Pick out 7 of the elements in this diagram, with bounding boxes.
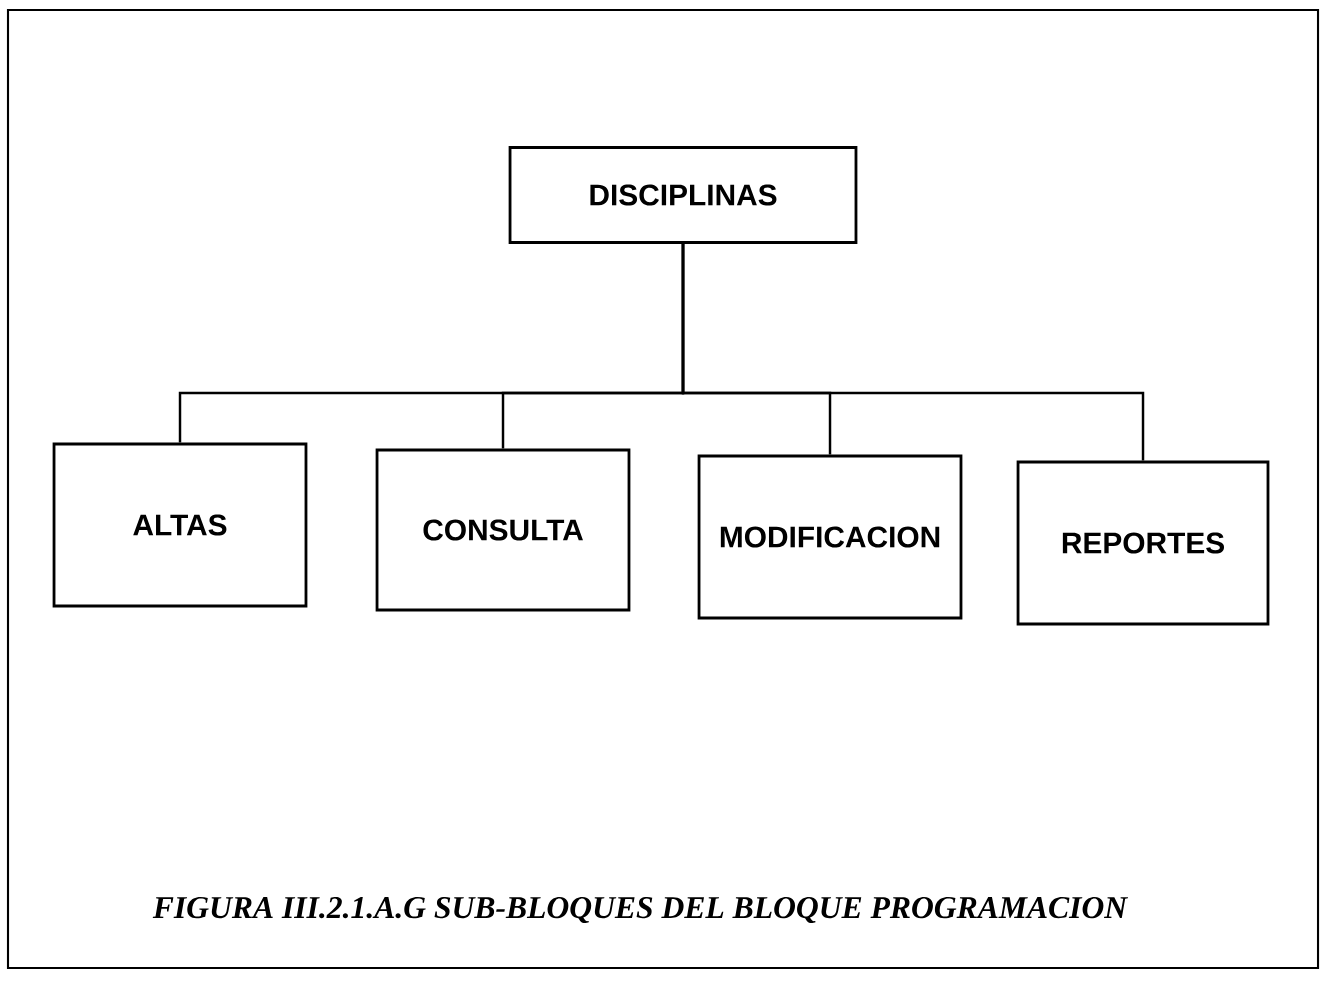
process-box: REPORTES [1016, 460, 1270, 626]
process-box: CONSULTA [375, 448, 631, 612]
figure-caption: FIGURA III.2.1.A.G SUB-BLOQUES DEL BLOQUE PROGRAMACION [152, 897, 1129, 924]
process-box: DISCIPLINAS [508, 146, 858, 244]
connector-line [681, 243, 1145, 461]
process-box: ALTAS [52, 442, 308, 608]
process-box: MODIFICACION [697, 454, 963, 620]
